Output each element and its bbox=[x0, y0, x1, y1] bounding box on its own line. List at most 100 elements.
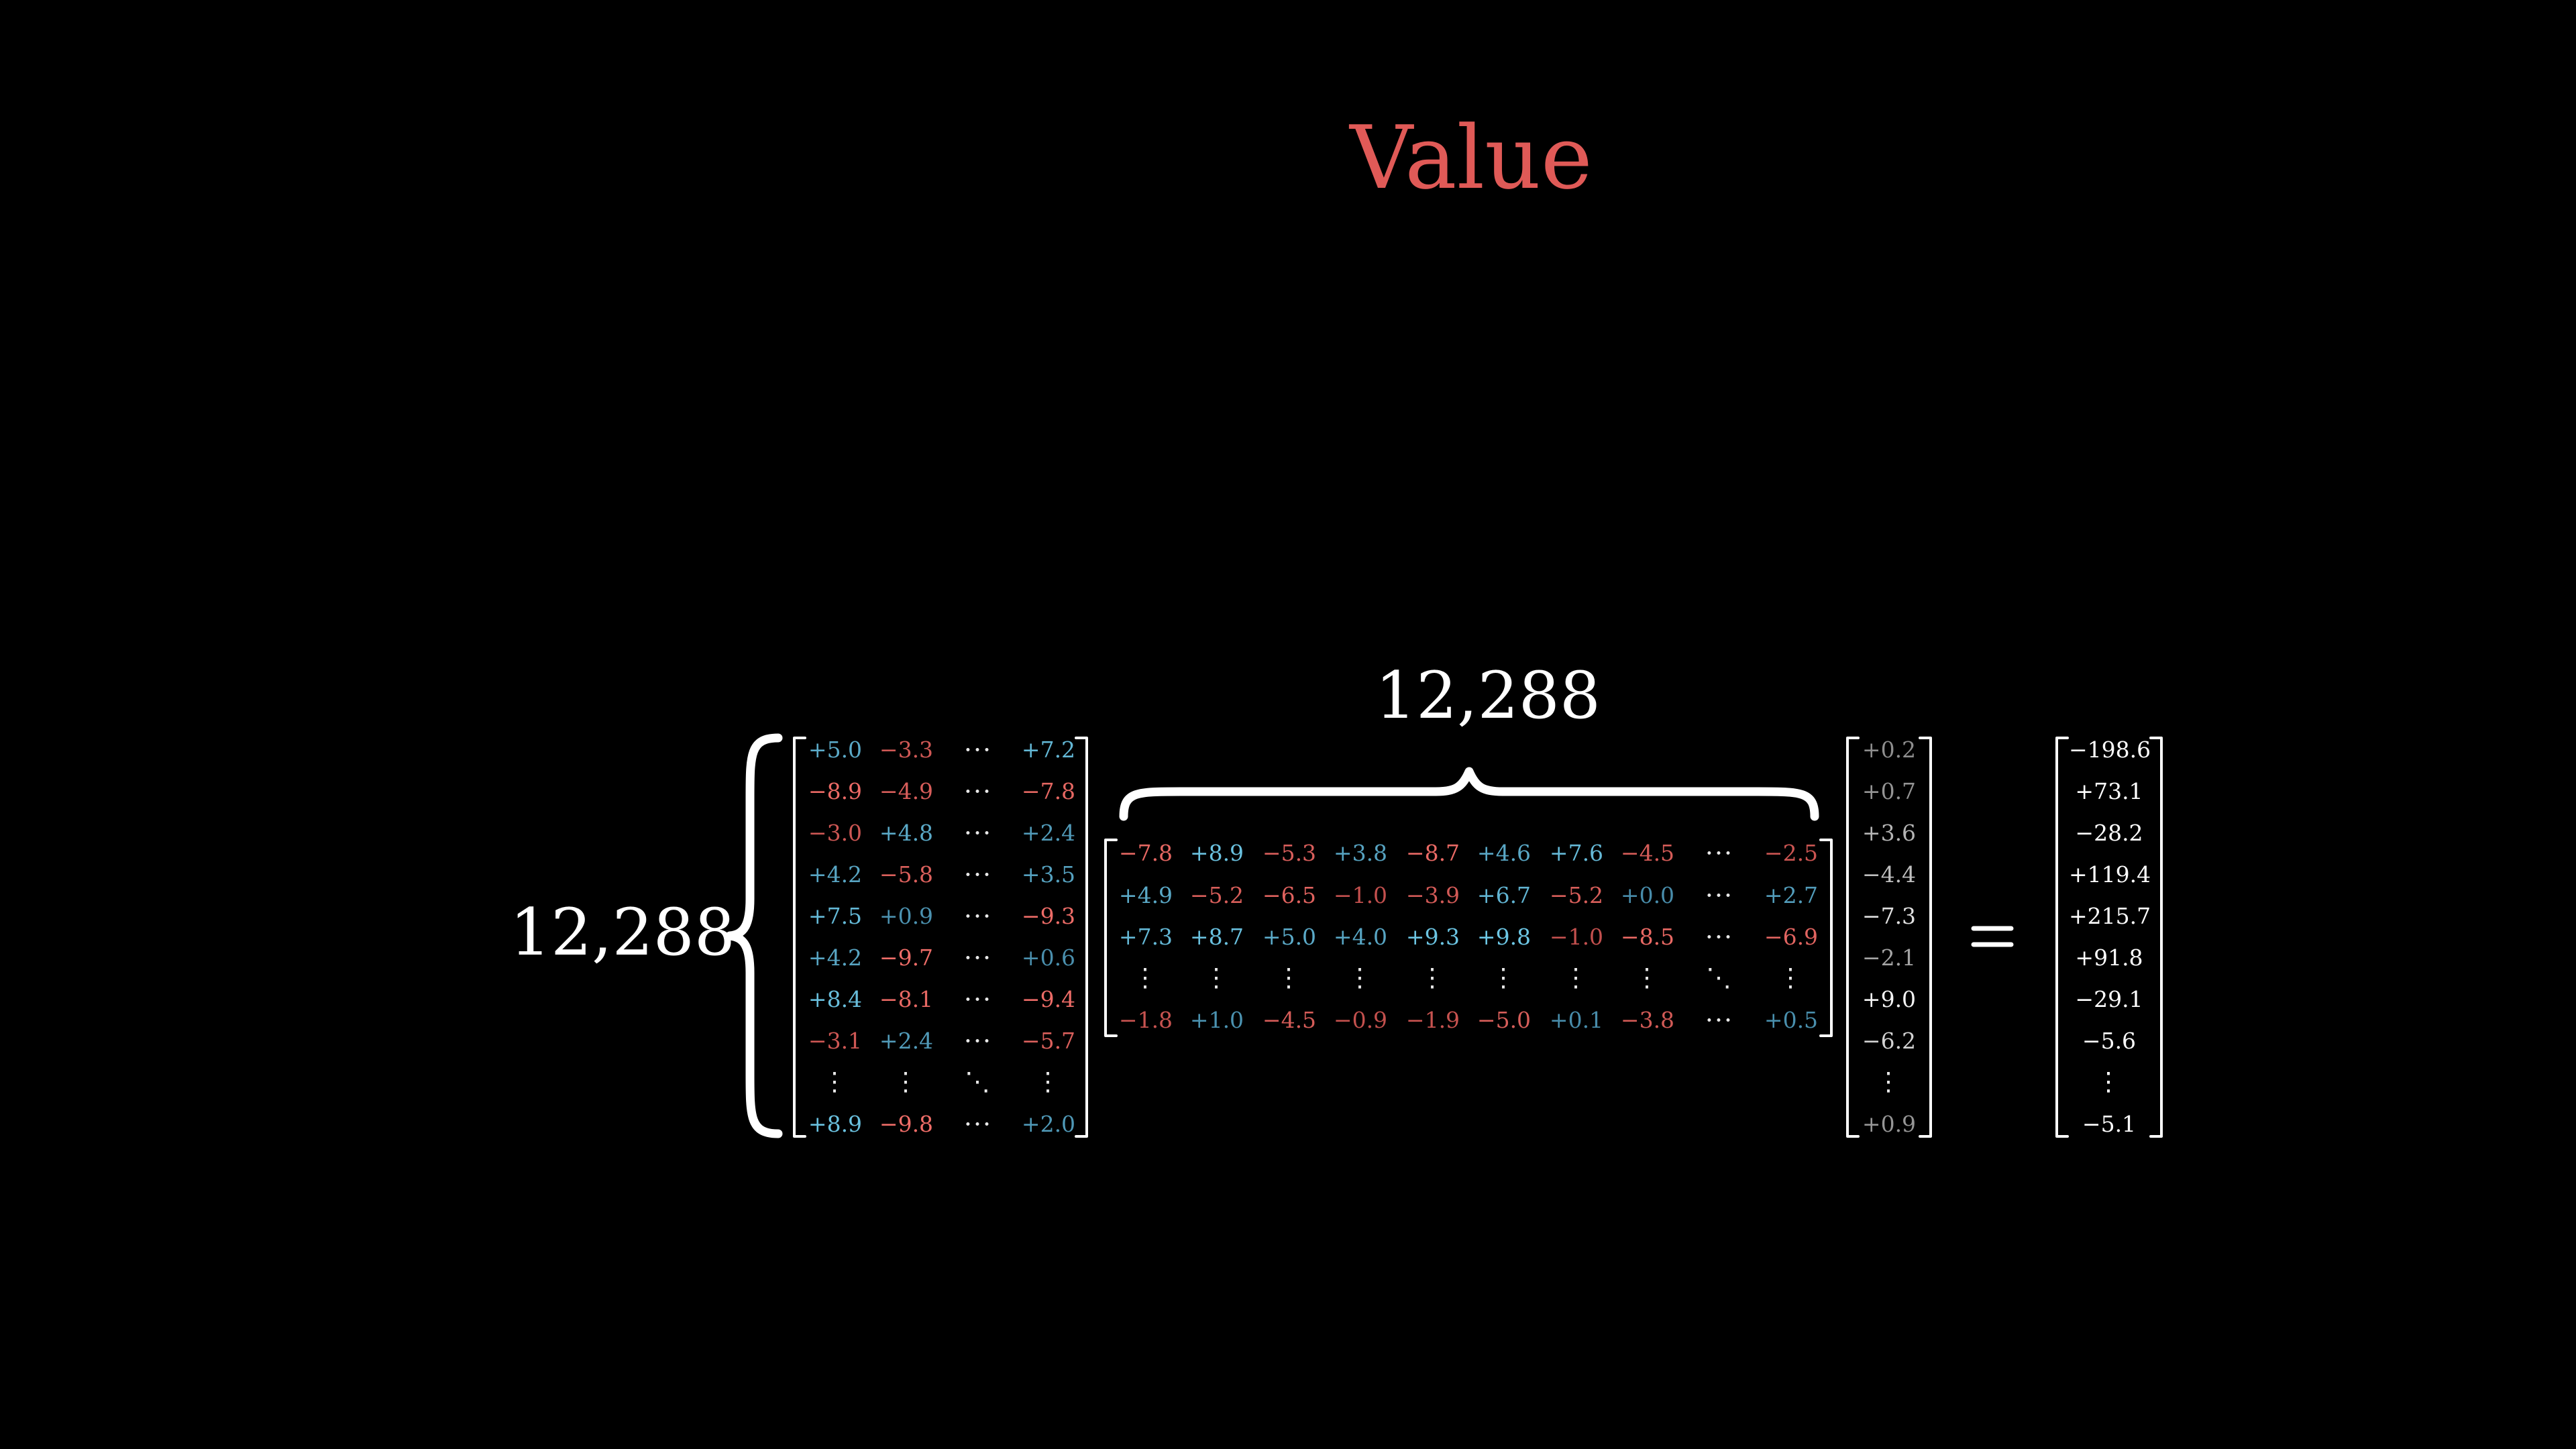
value-matrix-cell: −8.7 bbox=[1405, 840, 1460, 866]
value-matrix-cell: −3.9 bbox=[1405, 882, 1460, 908]
key-matrix-ellipsis: ··· bbox=[963, 1026, 993, 1056]
key-matrix-cell: +4.2 bbox=[808, 861, 863, 888]
value-matrix-ellipsis: ⋱ bbox=[1706, 963, 1733, 992]
input-vector-open-bracket bbox=[1846, 737, 1860, 1138]
columns-curly-brace bbox=[1119, 767, 1819, 821]
value-matrix-cell: +4.9 bbox=[1118, 882, 1173, 908]
value-matrix-cell: −1.0 bbox=[1333, 882, 1388, 908]
key-matrix-cell: −3.3 bbox=[879, 737, 934, 763]
input-vector-close-bracket bbox=[1919, 737, 1932, 1138]
key-matrix-cell: −9.7 bbox=[879, 945, 934, 971]
key-matrix-cell: −3.0 bbox=[808, 820, 863, 846]
value-matrix-cell: −8.5 bbox=[1620, 924, 1675, 950]
key-matrix-ellipsis: ⋮ bbox=[822, 1067, 849, 1096]
value-matrix-cell: +7.3 bbox=[1118, 924, 1173, 950]
key-matrix-cell: −9.3 bbox=[1021, 903, 1076, 929]
key-matrix-ellipsis: ⋱ bbox=[965, 1067, 991, 1096]
key-matrix-ellipsis: ··· bbox=[963, 1110, 993, 1139]
key-matrix-cell: −8.9 bbox=[808, 778, 863, 804]
value-matrix-ellipsis: ··· bbox=[1705, 922, 1734, 952]
value-matrix-cell: +8.7 bbox=[1189, 924, 1244, 950]
left-matrix-open-bracket bbox=[793, 737, 806, 1138]
middle-matrix-close-bracket bbox=[1819, 839, 1833, 1037]
value-matrix-ellipsis: ⋮ bbox=[1276, 963, 1303, 992]
value-title: Value bbox=[1350, 107, 1593, 209]
value-matrix-cell: +9.3 bbox=[1405, 924, 1460, 950]
value-matrix-cell: +0.5 bbox=[1764, 1007, 1819, 1033]
result-vector-open-bracket bbox=[2055, 737, 2069, 1138]
value-matrix-cell: +2.7 bbox=[1764, 882, 1819, 908]
value-matrix-cell: −2.5 bbox=[1764, 840, 1819, 866]
value-matrix-ellipsis: ··· bbox=[1705, 1006, 1734, 1035]
value-matrix-ellipsis: ⋮ bbox=[1563, 963, 1590, 992]
input-vector-cell: −7.3 bbox=[1862, 903, 1917, 929]
value-matrix-cell: +5.0 bbox=[1262, 924, 1317, 950]
key-matrix-ellipsis: ··· bbox=[963, 860, 993, 890]
value-matrix-cell: −6.9 bbox=[1764, 924, 1819, 950]
result-vector-cell: +119.4 bbox=[2069, 861, 2151, 888]
key-matrix-cell: −9.8 bbox=[879, 1111, 934, 1137]
key-matrix-cell: +2.0 bbox=[1021, 1111, 1076, 1137]
key-matrix-ellipsis: ··· bbox=[963, 818, 993, 848]
value-matrix-ellipsis: ··· bbox=[1705, 839, 1734, 868]
key-matrix-cell: −9.4 bbox=[1021, 986, 1076, 1012]
key-matrix-cell: +4.8 bbox=[879, 820, 934, 846]
value-matrix-cell: −1.0 bbox=[1549, 924, 1604, 950]
value-matrix-ellipsis: ⋮ bbox=[1419, 963, 1446, 992]
key-matrix-cell: +2.4 bbox=[879, 1028, 934, 1054]
key-matrix-cell: −5.7 bbox=[1021, 1028, 1076, 1054]
key-matrix-cell: −5.8 bbox=[879, 861, 934, 888]
input-vector-cell: +3.6 bbox=[1862, 820, 1917, 846]
result-vector-ellipsis: ⋮ bbox=[2096, 1067, 2123, 1096]
result-vector-cell: +91.8 bbox=[2075, 945, 2143, 971]
key-matrix-cell: −4.9 bbox=[879, 778, 934, 804]
value-matrix-cell: +4.6 bbox=[1477, 840, 1532, 866]
middle-matrix-open-bracket bbox=[1104, 839, 1118, 1037]
value-matrix-cell: −6.5 bbox=[1262, 882, 1317, 908]
rows-dimension-label: 12,288 bbox=[510, 895, 735, 970]
result-vector-cell: −28.2 bbox=[2075, 820, 2143, 846]
input-vector-cell: −2.1 bbox=[1862, 945, 1917, 971]
input-vector-cell: +0.7 bbox=[1862, 778, 1917, 804]
value-matrix-cell: +8.9 bbox=[1189, 840, 1244, 866]
input-vector-cell: +9.0 bbox=[1862, 986, 1917, 1012]
key-matrix-cell: +2.4 bbox=[1021, 820, 1076, 846]
key-matrix-ellipsis: ··· bbox=[963, 985, 993, 1014]
value-matrix-ellipsis: ··· bbox=[1705, 881, 1734, 910]
key-matrix-cell: +8.4 bbox=[808, 986, 863, 1012]
key-matrix-cell: +4.2 bbox=[808, 945, 863, 971]
value-matrix-cell: +7.6 bbox=[1549, 840, 1604, 866]
key-matrix-ellipsis: ⋮ bbox=[1035, 1067, 1062, 1096]
rows-curly-brace bbox=[725, 733, 783, 1138]
key-matrix-cell: −7.8 bbox=[1021, 778, 1076, 804]
value-matrix-ellipsis: ⋮ bbox=[1778, 963, 1805, 992]
result-vector-close-bracket bbox=[2149, 737, 2163, 1138]
result-vector-cell: +73.1 bbox=[2075, 778, 2143, 804]
result-vector-cell: −5.1 bbox=[2082, 1111, 2137, 1137]
input-vector-cell: −4.4 bbox=[1862, 861, 1917, 888]
value-matrix-cell: −3.8 bbox=[1620, 1007, 1675, 1033]
input-vector-cell: −6.2 bbox=[1862, 1028, 1917, 1054]
value-matrix-ellipsis: ⋮ bbox=[1132, 963, 1159, 992]
value-matrix-ellipsis: ⋮ bbox=[1634, 963, 1661, 992]
result-vector-cell: +215.7 bbox=[2069, 903, 2151, 929]
key-matrix-cell: +5.0 bbox=[808, 737, 863, 763]
value-matrix-cell: −5.2 bbox=[1549, 882, 1604, 908]
value-matrix-cell: +4.0 bbox=[1333, 924, 1388, 950]
columns-dimension-label: 12,288 bbox=[1375, 658, 1601, 733]
value-matrix-cell: +6.7 bbox=[1477, 882, 1532, 908]
value-matrix-cell: −5.2 bbox=[1189, 882, 1244, 908]
value-matrix-ellipsis: ⋮ bbox=[1347, 963, 1374, 992]
result-vector-cell: −29.1 bbox=[2075, 986, 2143, 1012]
value-matrix-cell: −1.8 bbox=[1118, 1007, 1173, 1033]
result-vector-cell: −5.6 bbox=[2082, 1028, 2137, 1054]
key-matrix-ellipsis: ⋮ bbox=[893, 1067, 920, 1096]
value-matrix-cell: +3.8 bbox=[1333, 840, 1388, 866]
key-matrix-cell: −3.1 bbox=[808, 1028, 863, 1054]
value-matrix-cell: −4.5 bbox=[1620, 840, 1675, 866]
value-matrix-cell: +9.8 bbox=[1477, 924, 1532, 950]
input-vector-cell: +0.2 bbox=[1862, 737, 1917, 763]
key-matrix-ellipsis: ··· bbox=[963, 902, 993, 931]
value-matrix-cell: −7.8 bbox=[1118, 840, 1173, 866]
key-matrix-cell: +0.9 bbox=[879, 903, 934, 929]
